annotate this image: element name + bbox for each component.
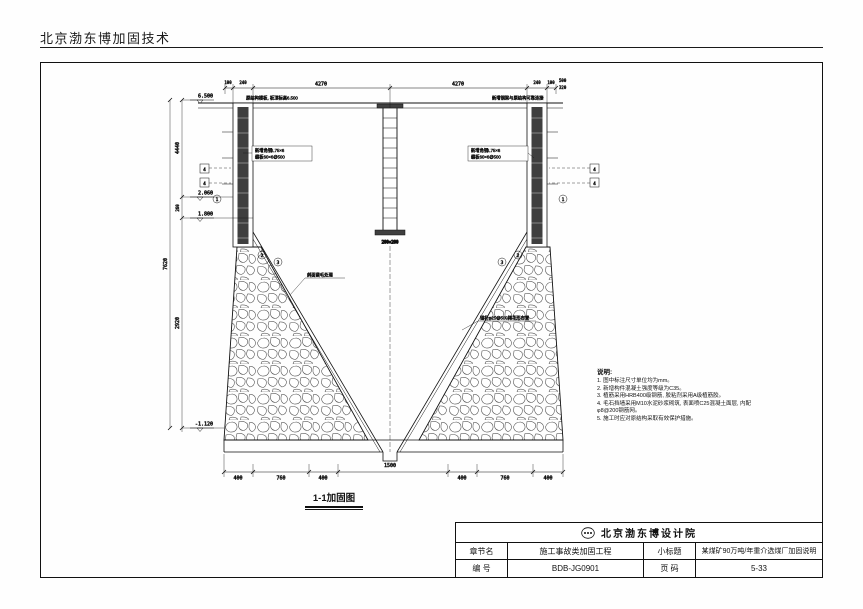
section-mark-label: 4 xyxy=(593,181,596,187)
number-label: 编 号 xyxy=(456,560,508,577)
section-mark-label: 4 xyxy=(203,167,206,173)
institute-logo-icon xyxy=(581,526,595,539)
page-value: 5-33 xyxy=(750,564,767,573)
discharge-notch xyxy=(382,452,398,462)
dim-label: 240 xyxy=(533,80,541,85)
note-item: 1. 图中标注尺寸单位均为mm。 xyxy=(597,378,673,384)
dim-label: 2920 xyxy=(175,317,181,329)
wall-right-note-1: 新增角钢L75×6 xyxy=(471,147,501,154)
slope-left-note: 斜面凿毛处理 xyxy=(307,272,333,279)
center-column: 200×200 xyxy=(374,103,406,452)
leader-annotations: 原结构楼板, 板顶标高6.500 新增钢梁与原结构可靠连接 斜面凿毛处理 锚杆φ… xyxy=(246,94,544,331)
page-label: 页 码 xyxy=(644,560,696,577)
dim-label: 320 xyxy=(559,85,567,90)
dim-label: 400 xyxy=(543,476,552,482)
title-block-institute-row: 北京渤东博设计院 xyxy=(456,523,822,543)
bubble-label: 1 xyxy=(562,197,565,203)
dim-label: 400 xyxy=(318,476,327,482)
dim-label: 240 xyxy=(239,80,247,85)
dim-label: 7620 xyxy=(163,258,169,270)
dim-label: 260 xyxy=(175,204,180,212)
dim-label: 400 xyxy=(457,476,466,482)
top-right-note: 新增钢梁与原结构可靠连接 xyxy=(492,95,544,102)
chapter-label: 章节名 xyxy=(456,543,508,560)
dim-label: 500 xyxy=(559,78,567,83)
wall-left-note-1: 新增角钢L75×6 xyxy=(255,147,285,154)
section-mark-label: 4 xyxy=(593,167,596,173)
notes-block: 说明: 1. 图中标注尺寸单位均为mm。 2. 新增构件混凝土强度等级为C35。… xyxy=(597,366,755,423)
detail-bubbles: 1 2 3 1 2 3 xyxy=(212,194,568,267)
slope-right-note: 锚杆φ25@500梅花形布置 xyxy=(480,315,530,322)
dim-label: 4270 xyxy=(452,82,464,88)
note-item: 2. 新增构件混凝土强度等级为C35。 xyxy=(597,385,685,392)
subtitle-value: 某煤矿90万吨/年重介选煤厂加固说明 xyxy=(696,543,822,560)
right-wall xyxy=(526,102,558,248)
wall-right-note-2: 缀板60×6@500 xyxy=(471,154,501,161)
column-base-plate xyxy=(374,229,406,236)
caption-underline xyxy=(305,506,363,508)
rubble-masonry-right xyxy=(418,246,564,441)
anchor-dashes-right xyxy=(547,131,558,185)
funnel-slopes xyxy=(252,231,528,453)
anchor-dashes-left xyxy=(222,131,233,185)
dim-label: 1500 xyxy=(384,463,396,469)
bottom-dimensions: 400 760 400 1500 400 760 400 xyxy=(221,454,566,482)
left-dimensions: 6.500 2.060 1.800 -1.120 4440 260 2920 7… xyxy=(163,93,253,432)
drawing-caption: 1-1加固图 xyxy=(296,490,372,510)
sheet-border xyxy=(40,62,823,578)
caption-underline-thin xyxy=(305,509,363,510)
dim-label: 400 xyxy=(233,476,242,482)
elevation-label: 2.060 xyxy=(198,191,213,197)
caption-text: 1-1加固图 xyxy=(312,493,356,504)
elevation-label: 6.500 xyxy=(198,94,213,100)
bubble-label: 2 xyxy=(261,253,264,259)
title-block-grid: 章节名 施工事故类加固工程 小标题 某煤矿90万吨/年重介选煤厂加固说明 编 号… xyxy=(456,543,822,577)
dim-label: 100 xyxy=(547,80,555,85)
base-slab xyxy=(223,439,564,462)
section-marks: 4 4 4 4 xyxy=(199,163,600,188)
title-block: 北京渤东博设计院 章节名 施工事故类加固工程 小标题 某煤矿90万吨/年重介选煤… xyxy=(455,522,823,578)
bubble-label: 3 xyxy=(277,260,280,266)
number-value: BDB-JG0901 xyxy=(508,560,644,577)
dim-label: 760 xyxy=(276,476,285,482)
rubble-masonry-left xyxy=(223,246,369,441)
chapter-value: 施工事故类加固工程 xyxy=(508,543,644,560)
dim-label: 4270 xyxy=(315,82,327,88)
institute-name: 北京渤东博设计院 xyxy=(601,529,697,540)
company-header: 北京渤东博加固技术 xyxy=(40,32,171,47)
dim-label: 760 xyxy=(500,476,509,482)
dim-label: 100 xyxy=(224,80,232,85)
note-item: 4. 毛石挡墙采用M10水泥砂浆砌筑, 表面喷C25混凝土面层, 内配φ8@20… xyxy=(597,400,752,415)
note-item: 3. 植筋采用HRB400级钢筋, 胶粘剂采用A级植筋胶。 xyxy=(597,393,725,399)
bubble-label: 2 xyxy=(517,253,520,259)
top-left-note: 原结构楼板, 板顶标高6.500 xyxy=(246,95,298,102)
dim-label: 4440 xyxy=(175,142,181,154)
wall-annotations: 新增角钢L75×6 缀板60×6@500 新增角钢L75×6 缀板60×6@50… xyxy=(243,145,535,162)
note-item: 5. 施工时应对原结构采取有效保护措施。 xyxy=(597,415,697,422)
bubble-label: 3 xyxy=(501,260,504,266)
column-base-dim: 200×200 xyxy=(382,240,399,245)
left-wall xyxy=(222,102,254,248)
section-mark-label: 4 xyxy=(203,181,206,187)
bubble-label: 1 xyxy=(216,197,219,203)
elevation-label: 1.800 xyxy=(198,212,213,218)
elevation-label: -1.120 xyxy=(195,422,213,428)
header-rule xyxy=(40,47,823,48)
notes-title: 说明: xyxy=(597,369,613,376)
subtitle-label: 小标题 xyxy=(644,543,696,560)
wall-left-note-2: 缀板60×6@500 xyxy=(255,154,285,161)
top-dimensions: 100 240 4270 4270 240 100 500 320 xyxy=(222,78,567,108)
